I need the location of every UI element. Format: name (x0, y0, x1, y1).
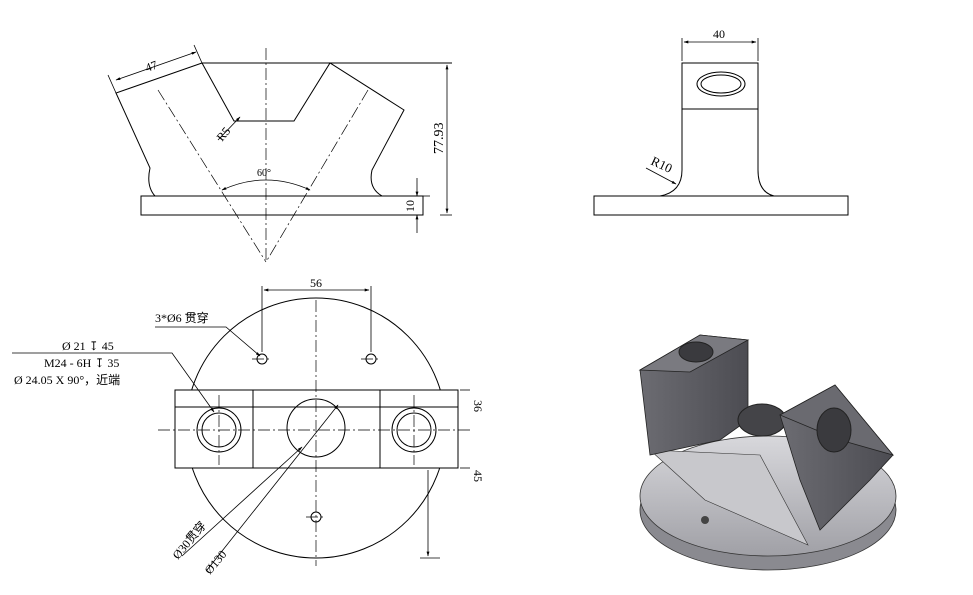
side-view: 40 R10 (593, 27, 849, 216)
callout-line-1: Ø 21 ↧ 45 (62, 339, 114, 353)
top-view: 56 3*Ø6 贯穿 Ø 21 ↧ 45 M24 - 6H ↧ 35 Ø 24.… (12, 276, 485, 577)
model-center-bore (737, 403, 787, 437)
dim-77-93: 77.93 (432, 123, 447, 155)
note-3-holes: 3*Ø6 贯穿 (155, 310, 209, 325)
top-block (174, 389, 459, 469)
dim-bore-30: Ø30贯穿 (169, 518, 209, 562)
front-view: 47 R5 60° 77.93 10 (107, 44, 452, 263)
front-base-plate (140, 195, 424, 216)
dim-60deg: 60° (257, 168, 271, 179)
callout-line-3: Ø 24.05 X 90°，近端 (14, 373, 120, 387)
dim-10: 10 (403, 200, 417, 212)
dim-r10: R10 (649, 153, 675, 176)
front-v-body (115, 62, 405, 197)
dim-40: 40 (713, 27, 725, 41)
side-top-hole (696, 71, 746, 97)
dim-dia-130: Ø130 (202, 547, 230, 576)
dim-36: 36 (471, 400, 485, 412)
dim-47: 47 (143, 58, 159, 75)
dim-45: 45 (471, 470, 485, 482)
dim-r5: R5 (214, 124, 234, 144)
isometric-model (638, 334, 897, 571)
dim-56: 56 (310, 276, 322, 290)
side-base-plate (593, 195, 849, 216)
model-small-hole (701, 516, 709, 524)
side-upright (659, 62, 775, 197)
callout-line-2: M24 - 6H ↧ 35 (44, 356, 119, 370)
